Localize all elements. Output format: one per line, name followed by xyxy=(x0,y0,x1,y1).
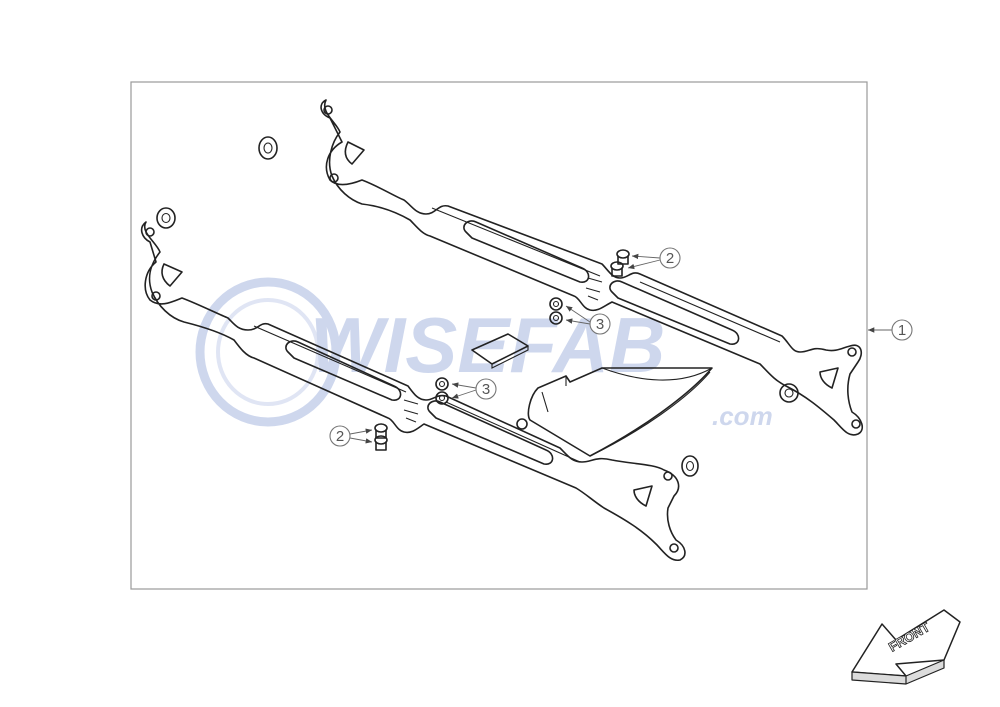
bolt-pair-upper xyxy=(610,249,630,277)
callout-2-upper: 2 xyxy=(659,247,681,269)
washer-lower-left xyxy=(156,207,176,229)
watermark-suffix-text: .com xyxy=(712,401,773,431)
washer-top-left xyxy=(258,136,278,160)
watermark-brand-text: WISEFAB xyxy=(310,301,665,389)
callout-3-upper-label: 3 xyxy=(596,316,604,333)
washer-lower-right xyxy=(681,455,699,477)
leader-lines xyxy=(349,253,892,444)
bolt-pair-lower xyxy=(374,423,388,451)
nut-pair-lower xyxy=(435,377,449,405)
callout-3-lower: 3 xyxy=(475,378,497,400)
nut-pair-upper xyxy=(549,297,563,325)
lower-brace-rail xyxy=(140,221,686,562)
watermark-ring xyxy=(195,277,341,427)
callout-3-lower-label: 3 xyxy=(482,381,490,398)
callout-2-lower: 2 xyxy=(329,425,351,447)
skid-plate-panel xyxy=(516,367,713,457)
callout-3-upper: 3 xyxy=(589,313,611,335)
small-plate xyxy=(471,333,529,369)
washer-upper-right xyxy=(779,383,799,403)
watermark-logo: WISEFAB .com xyxy=(195,277,773,431)
drawing-frame xyxy=(130,81,868,590)
callout-2-lower-label: 2 xyxy=(336,428,344,445)
callout-1-label: 1 xyxy=(898,322,906,339)
callout-1: 1 xyxy=(891,319,913,341)
upper-brace-rail xyxy=(320,99,864,436)
front-direction-arrow: FRONT xyxy=(851,609,961,685)
watermark-inner-ring xyxy=(216,298,320,406)
callout-2-upper-label: 2 xyxy=(666,250,674,267)
